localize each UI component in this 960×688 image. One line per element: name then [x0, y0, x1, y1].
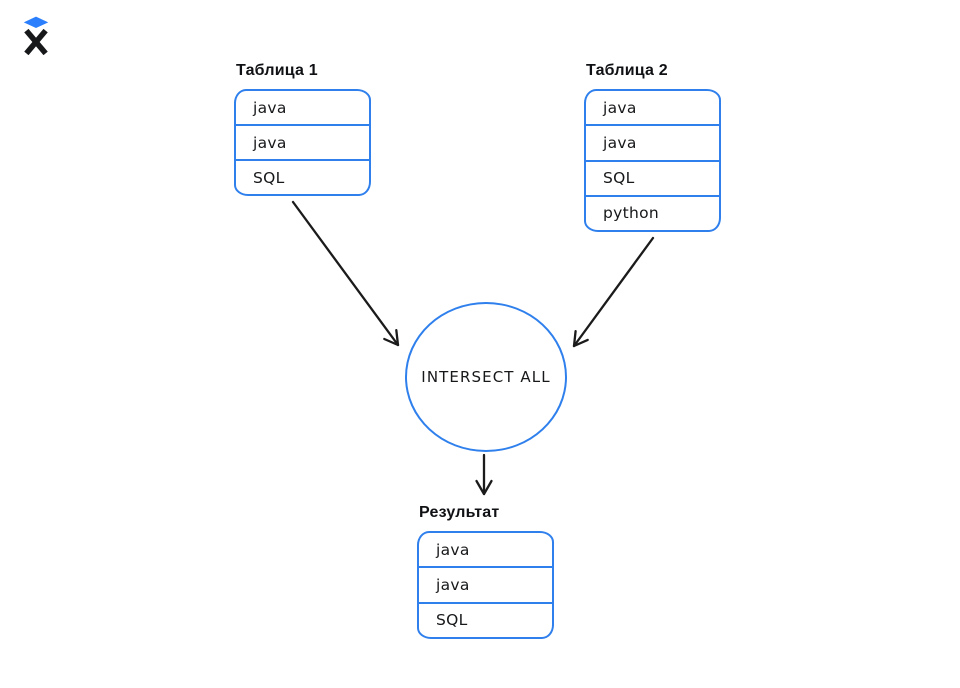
table-row: SQL [586, 159, 719, 195]
table-1: Таблица 1 java java SQL [234, 61, 371, 196]
table-row: java [419, 566, 552, 601]
table-2-box: java java SQL python [584, 89, 721, 232]
table-row: SQL [236, 159, 369, 194]
arrow-table2-to-intersect [572, 236, 655, 348]
table-row: java [586, 124, 719, 159]
table-row: java [436, 540, 470, 559]
table-row: SQL [419, 601, 552, 637]
table-2-title: Таблица 2 [586, 62, 668, 79]
intersect-all-node: INTERSECT ALL [405, 302, 567, 452]
table-row: python [586, 194, 719, 230]
arrow-intersect-to-result [475, 453, 493, 496]
brand-logo-icon [23, 16, 49, 55]
result-table-title: Результат [419, 504, 500, 521]
table-row: java [603, 98, 637, 117]
table-row: java [236, 124, 369, 159]
result-table: Результат java java SQL [417, 503, 554, 639]
table-1-box: java java SQL [234, 89, 371, 196]
arrow-table1-to-intersect [291, 200, 400, 347]
intersect-all-label: INTERSECT ALL [421, 368, 551, 386]
table-2: Таблица 2 java java SQL python [584, 61, 721, 232]
logo-x-glyph [24, 28, 48, 55]
table-row: java [253, 98, 287, 117]
table-1-title: Таблица 1 [236, 62, 318, 79]
result-table-box: java java SQL [417, 531, 554, 639]
logo-diamond-icon [23, 16, 49, 28]
